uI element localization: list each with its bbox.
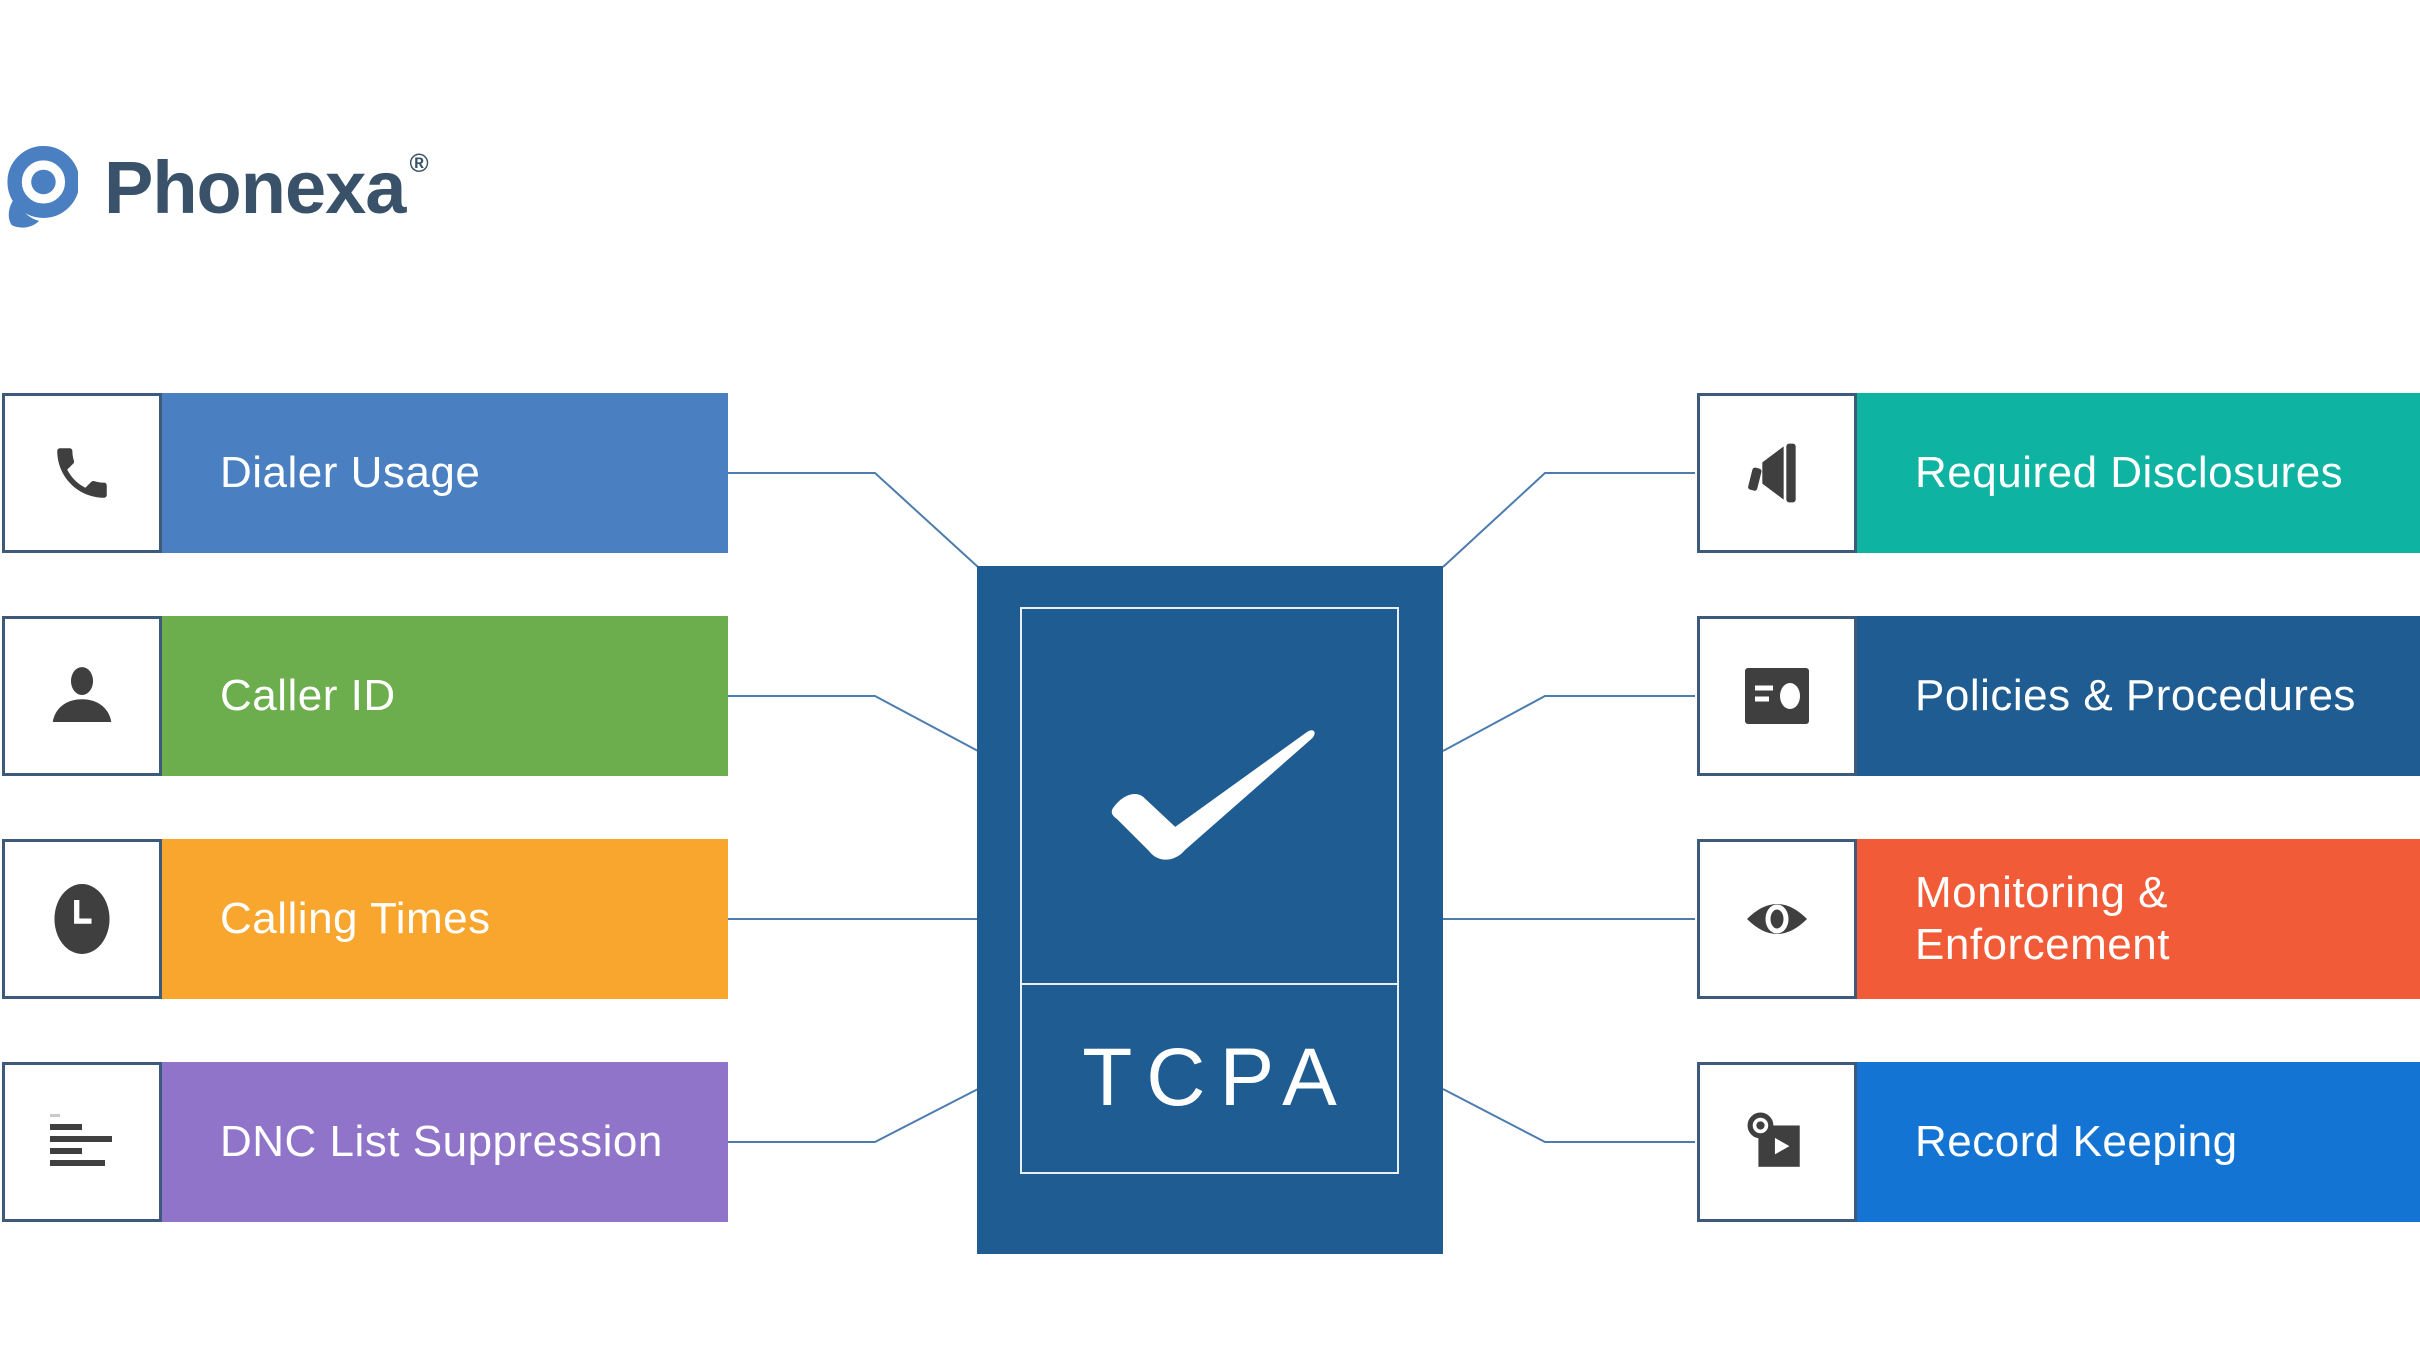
- calling-times-bar: Calling Times: [162, 839, 728, 999]
- caller-id-bar: Caller ID: [162, 616, 728, 776]
- required-disclosures-bar: Required Disclosures: [1857, 393, 2420, 553]
- check-area: [1022, 609, 1397, 985]
- policies-bar: Policies & Procedures: [1857, 616, 2420, 776]
- item-record-keeping: Record Keeping: [1697, 1062, 2420, 1222]
- dnc-icon-box: [2, 1062, 162, 1222]
- tcpa-title: TCPA: [1082, 1032, 1351, 1123]
- record-keeping-label: Record Keeping: [1915, 1117, 2238, 1167]
- caller-id-icon-box: [2, 616, 162, 776]
- dialer-usage-label: Dialer Usage: [220, 448, 481, 498]
- registered-mark: ®: [409, 147, 429, 178]
- id-card-icon: [1745, 668, 1809, 724]
- record-icon: [1747, 1112, 1800, 1167]
- dialer-usage-bar: Dialer Usage: [162, 393, 728, 553]
- dnc-bar: DNC List Suppression: [162, 1062, 728, 1222]
- megaphone-icon: [1748, 443, 1796, 503]
- dnc-label: DNC List Suppression: [220, 1117, 663, 1167]
- brand-name: Phonexa: [104, 145, 406, 229]
- dialer-usage-icon-box: [2, 393, 162, 553]
- record-keeping-bar: Record Keeping: [1857, 1062, 2420, 1222]
- list-icon: [50, 1114, 112, 1166]
- monitoring-icon-box: [1697, 839, 1857, 999]
- policies-icon-box: [1697, 616, 1857, 776]
- person-icon: [52, 667, 112, 722]
- phonexa-logo: Phonexa ®: [6, 140, 429, 234]
- policies-label: Policies & Procedures: [1915, 671, 2356, 721]
- item-policies-procedures: Policies & Procedures: [1697, 616, 2420, 776]
- item-calling-times: Calling Times: [2, 839, 728, 999]
- item-dnc-list-suppression: DNC List Suppression: [2, 1062, 728, 1222]
- item-caller-id: Caller ID: [2, 616, 728, 776]
- item-required-disclosures: Required Disclosures: [1697, 393, 2420, 553]
- item-dialer-usage: Dialer Usage: [2, 393, 728, 553]
- calling-times-icon-box: [2, 839, 162, 999]
- clock-icon: [54, 884, 110, 954]
- checkmark-icon: [1111, 730, 1315, 860]
- record-keeping-icon-box: [1697, 1062, 1857, 1222]
- caller-id-label: Caller ID: [220, 671, 396, 721]
- calling-times-label: Calling Times: [220, 894, 491, 944]
- eye-icon: [1747, 904, 1807, 934]
- phonexa-logo-mark-icon: [7, 145, 78, 228]
- tcpa-center-box: TCPA: [977, 566, 1443, 1254]
- item-monitoring-enforcement: Monitoring & Enforcement: [1697, 839, 2420, 999]
- monitoring-label: Monitoring & Enforcement: [1915, 868, 2170, 969]
- phone-icon: [57, 448, 107, 498]
- required-disclosures-label: Required Disclosures: [1915, 448, 2344, 498]
- required-disclosures-icon-box: [1697, 393, 1857, 553]
- tcpa-inner-frame: TCPA: [1020, 607, 1399, 1174]
- monitoring-bar: Monitoring & Enforcement: [1857, 839, 2420, 999]
- tcpa-title-area: TCPA: [1022, 985, 1397, 1171]
